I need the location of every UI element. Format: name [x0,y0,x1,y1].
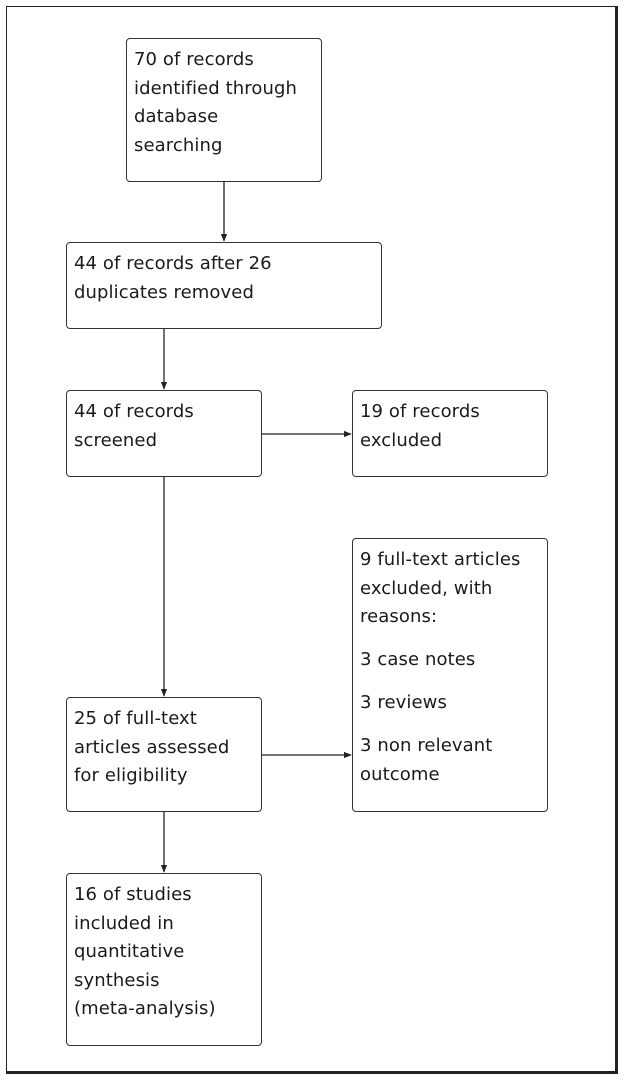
box-text-line: quantitative [74,941,185,962]
box-text-line: 70 of records [134,49,254,70]
box-text-line: synthesis [74,969,160,991]
box-text-line: 25 of full-text [74,708,197,729]
box-text-line: identified through [134,77,298,99]
exclusion-reason: 3 reviews [360,692,447,713]
box-records-screened: 44 of records screened [66,390,262,477]
box-records-identified: 70 of records identified through databas… [126,38,322,182]
box-fulltext-excluded: 9 full-text articles excluded, with reas… [352,538,548,812]
box-text-line: articles assessed [74,736,230,758]
exclusion-reason: 3 case notes [360,649,476,670]
box-text-line: 16 of studies [74,884,192,905]
box-text-line: 44 of records [74,401,194,422]
box-text-line: excluded [360,429,443,451]
box-text-line: 9 full-text articles [360,549,521,570]
box-studies-included: 16 of studies included in quantitative s… [66,873,262,1046]
box-text-line: reasons: [360,606,438,627]
box-text-line: 44 of records after 26 [74,253,272,274]
box-text-line: duplicates removed [74,281,254,303]
box-text-line: screened [74,429,158,451]
box-fulltext-assessed: 25 of full-text articles assessed for el… [66,697,262,812]
box-text-line: included in [74,912,174,934]
box-text-line: (meta-analysis) [74,998,216,1019]
box-text-line: for eligibility [74,765,188,786]
box-text-line: excluded, with [360,577,493,599]
box-text-line: database [134,106,219,127]
exclusion-reason: outcome [360,763,440,785]
exclusion-reason: 3 non relevant [360,735,493,756]
box-text-line: 19 of records [360,401,480,422]
box-records-excluded: 19 of records excluded [352,390,548,477]
box-records-after-duplicates: 44 of records after 26 duplicates remove… [66,242,382,329]
box-text-line: searching [134,134,223,156]
